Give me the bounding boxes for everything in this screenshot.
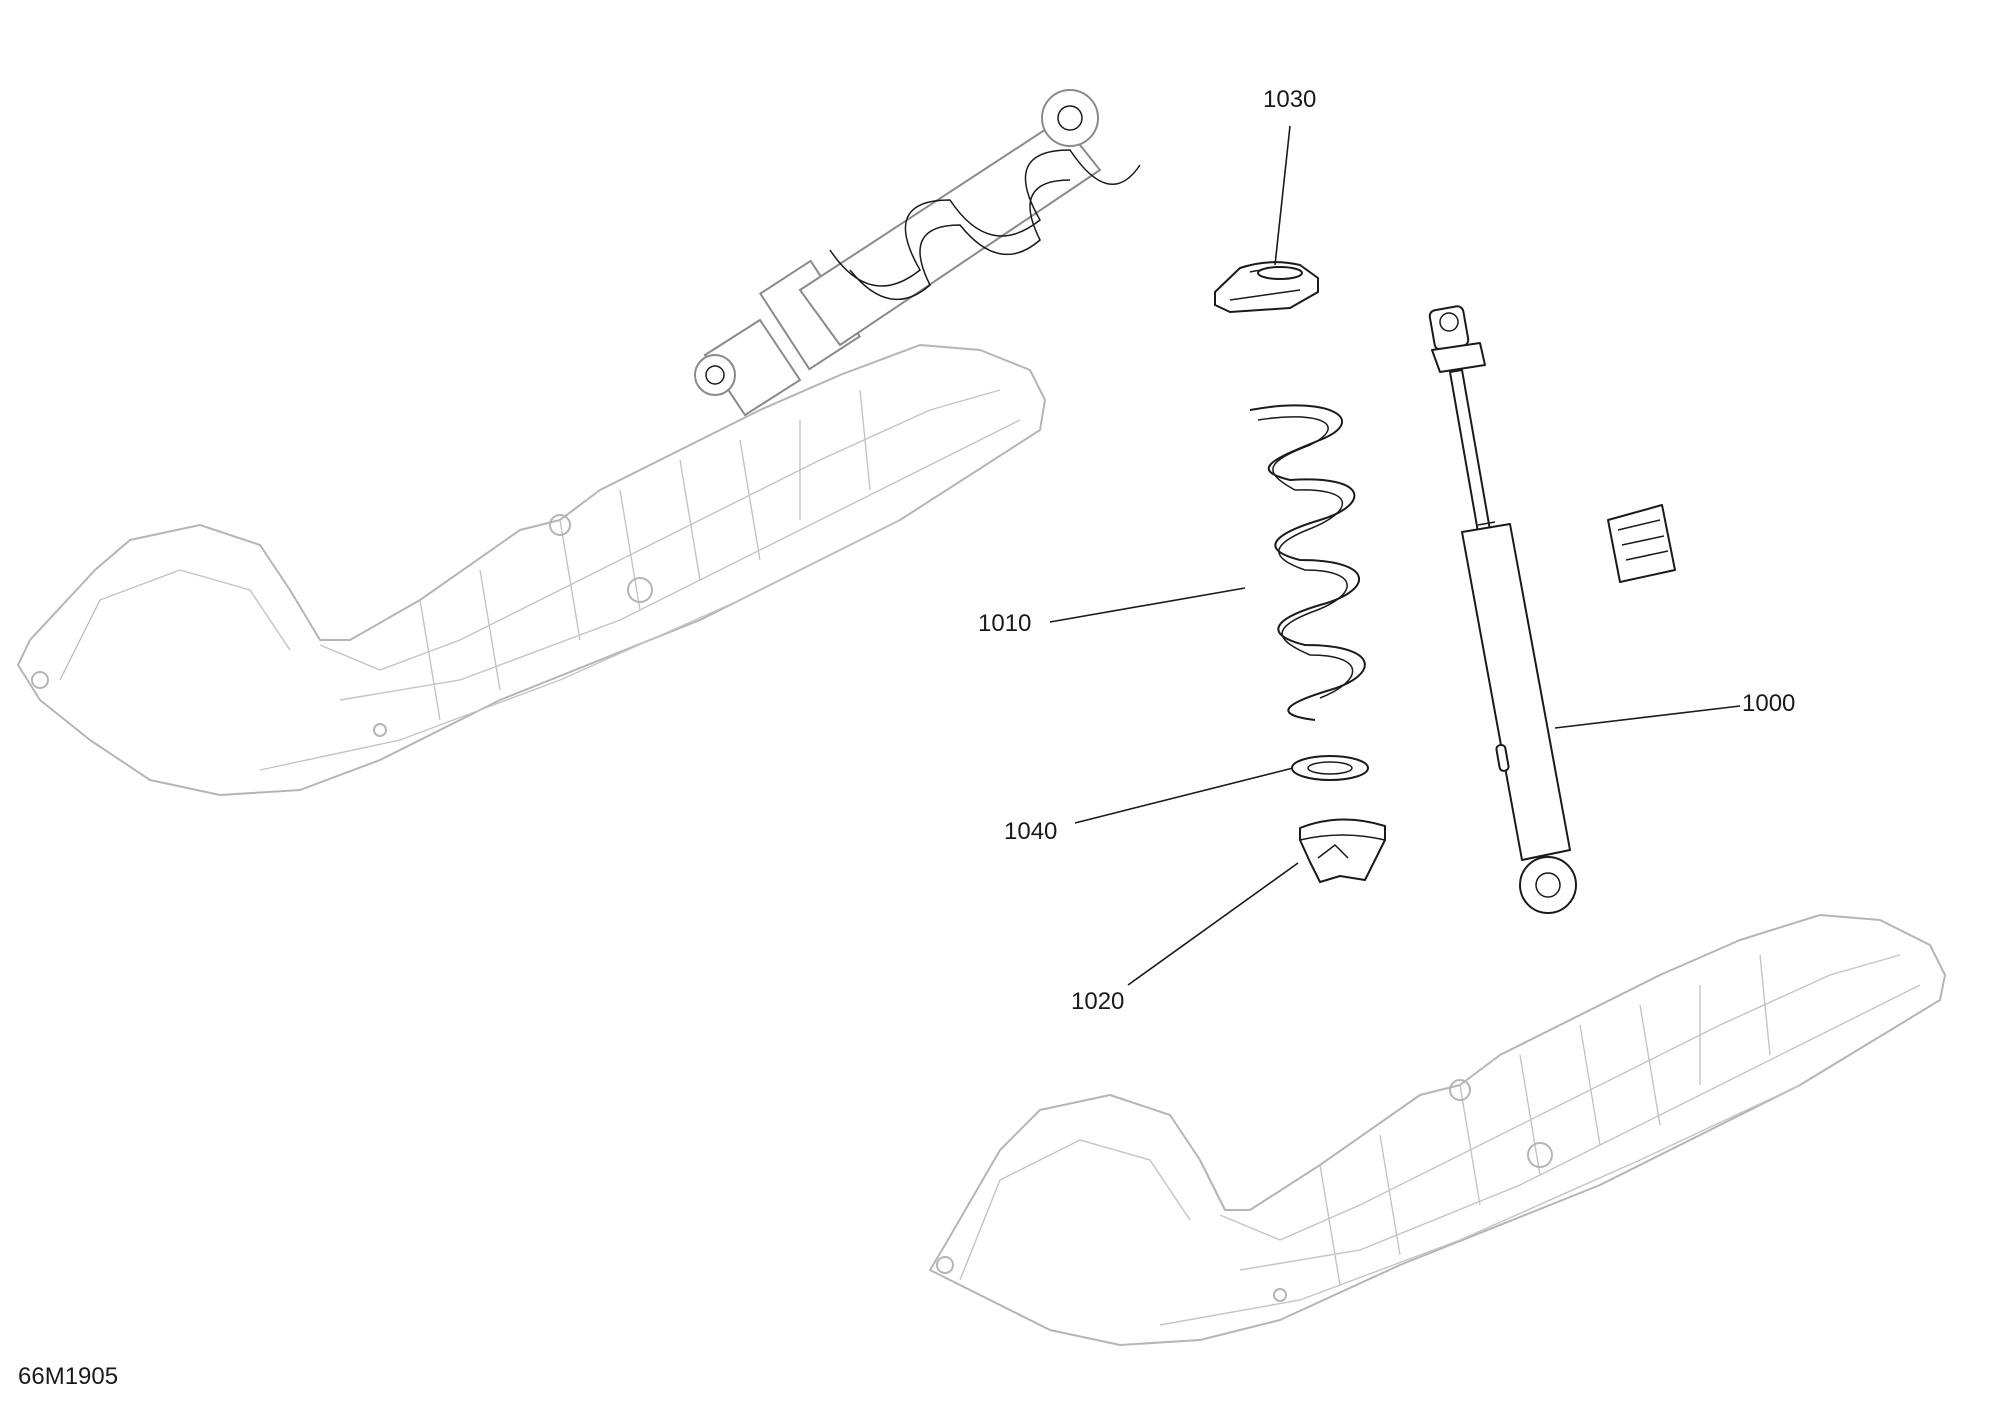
- leader-1000: [1554, 705, 1741, 729]
- ski-left-ghost: [17, 344, 1046, 796]
- ski-right-ghost: [929, 914, 1946, 1346]
- drawing-number: 66M1905: [18, 1363, 119, 1390]
- assembled-shock-ghost: [694, 89, 1141, 417]
- leader-1030: [1274, 125, 1291, 266]
- callout-1030: 1030: [1263, 86, 1317, 113]
- leader-1020: [1127, 862, 1299, 986]
- part-1000-shock-absorber: [1428, 305, 1577, 914]
- callout-1020: 1020: [1071, 988, 1125, 1015]
- part-decal: [1607, 504, 1676, 583]
- callout-1040: 1040: [1004, 818, 1058, 845]
- part-1010-coil-spring: [1249, 404, 1366, 721]
- part-1020-lower-retainer: [1299, 818, 1386, 883]
- leader-lines: [1049, 125, 1741, 986]
- callout-1010: 1010: [978, 610, 1032, 637]
- leader-1010: [1049, 587, 1246, 623]
- part-1040-lower-washer: [1291, 755, 1369, 781]
- part-1030-upper-seat: [1214, 261, 1319, 313]
- leader-1040: [1074, 767, 1294, 824]
- callout-1000: 1000: [1742, 690, 1796, 717]
